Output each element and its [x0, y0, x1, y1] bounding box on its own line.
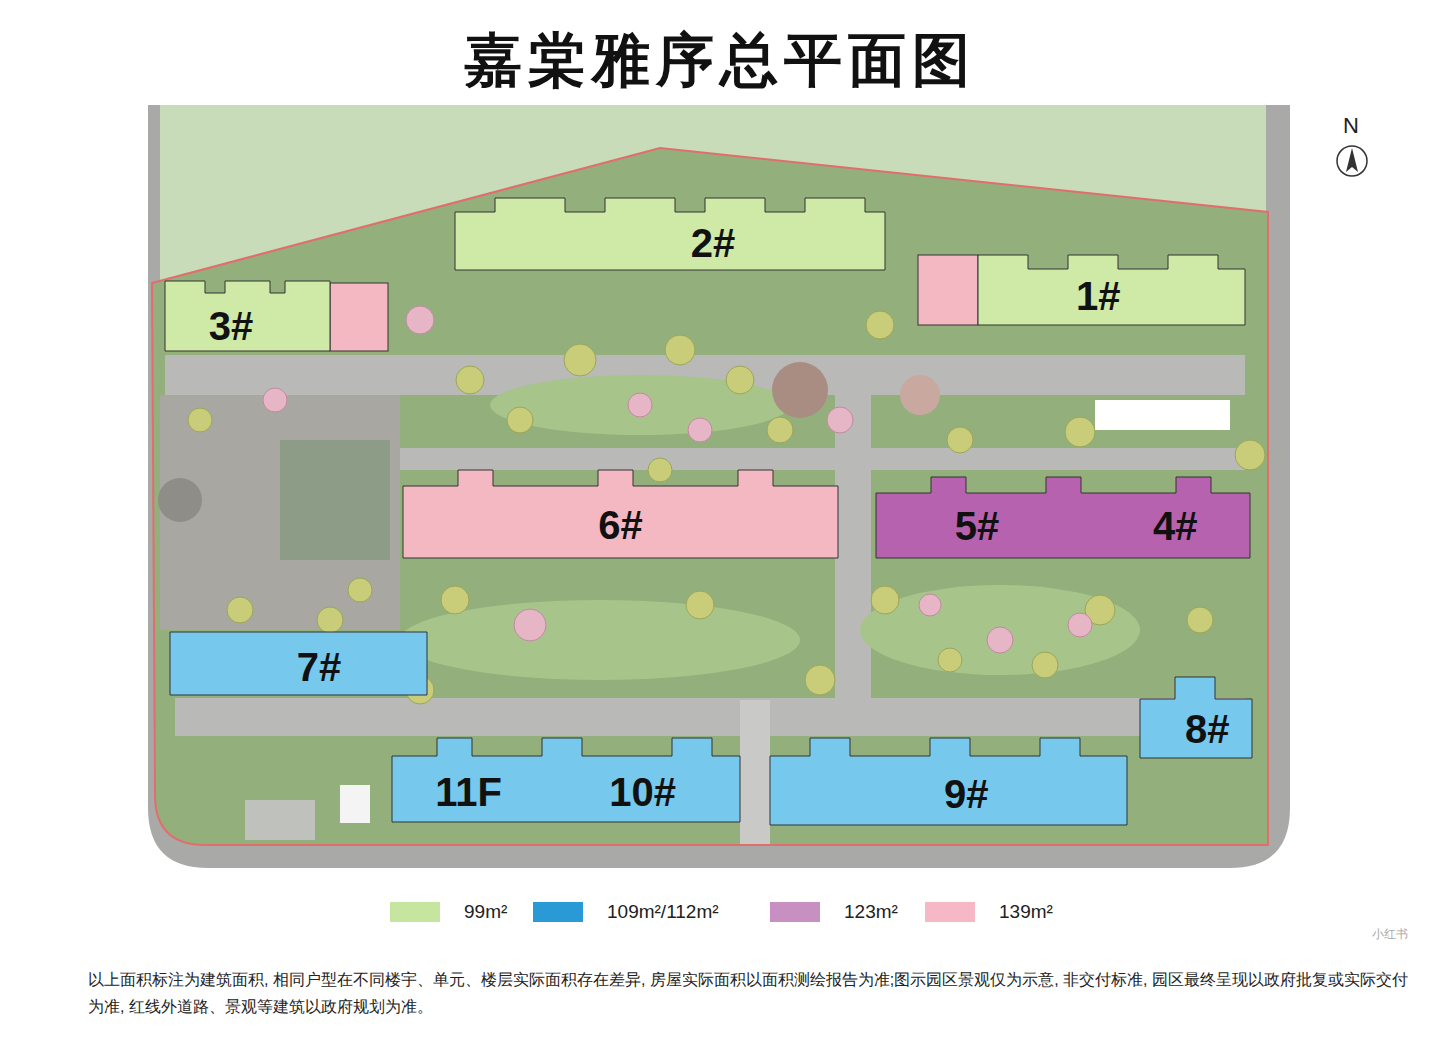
building-block: 2#	[455, 198, 885, 270]
building-block: 5# 4#	[876, 477, 1250, 558]
legend-text: 99m²	[464, 902, 507, 922]
building-number: 4#	[1153, 506, 1198, 546]
plan-title: 嘉棠雅序总平面图	[0, 22, 1440, 100]
legend-swatch	[390, 902, 440, 922]
building-block: 8#	[1140, 677, 1252, 758]
building-number: 2#	[691, 223, 736, 263]
legend-swatch	[770, 902, 820, 922]
legend-text: 109m²/112m²	[607, 902, 719, 922]
building-number: 6#	[598, 505, 643, 545]
building-number: 11F	[435, 772, 502, 812]
building-block: 11F 10#	[392, 738, 740, 822]
legend-text: 139m²	[999, 902, 1053, 922]
building-block: 6#	[403, 470, 838, 558]
building-outline	[455, 198, 885, 270]
building-number: 10#	[609, 772, 676, 812]
building-number: 1#	[1076, 276, 1121, 316]
building-number: 7#	[297, 647, 342, 687]
building-block: 9#	[770, 738, 1127, 825]
building-number: 8#	[1185, 709, 1230, 749]
building-number: 9#	[944, 774, 989, 814]
building-block: 7#	[170, 632, 427, 695]
legend-text: 123m²	[844, 902, 898, 922]
legend-swatch	[533, 902, 583, 922]
building-number: 5#	[955, 506, 1000, 546]
watermark: 小红书	[1372, 926, 1408, 943]
north-label: N	[1343, 113, 1359, 139]
footnote-caption: 以上面积标注为建筑面积, 相同户型在不同楼宇、单元、楼层实际面积存在差异, 房屋…	[88, 966, 1418, 1020]
legend-swatch	[925, 902, 975, 922]
building-block: 3#	[165, 281, 330, 351]
building-number: 3#	[209, 306, 254, 346]
building-block: 1#	[978, 255, 1245, 325]
